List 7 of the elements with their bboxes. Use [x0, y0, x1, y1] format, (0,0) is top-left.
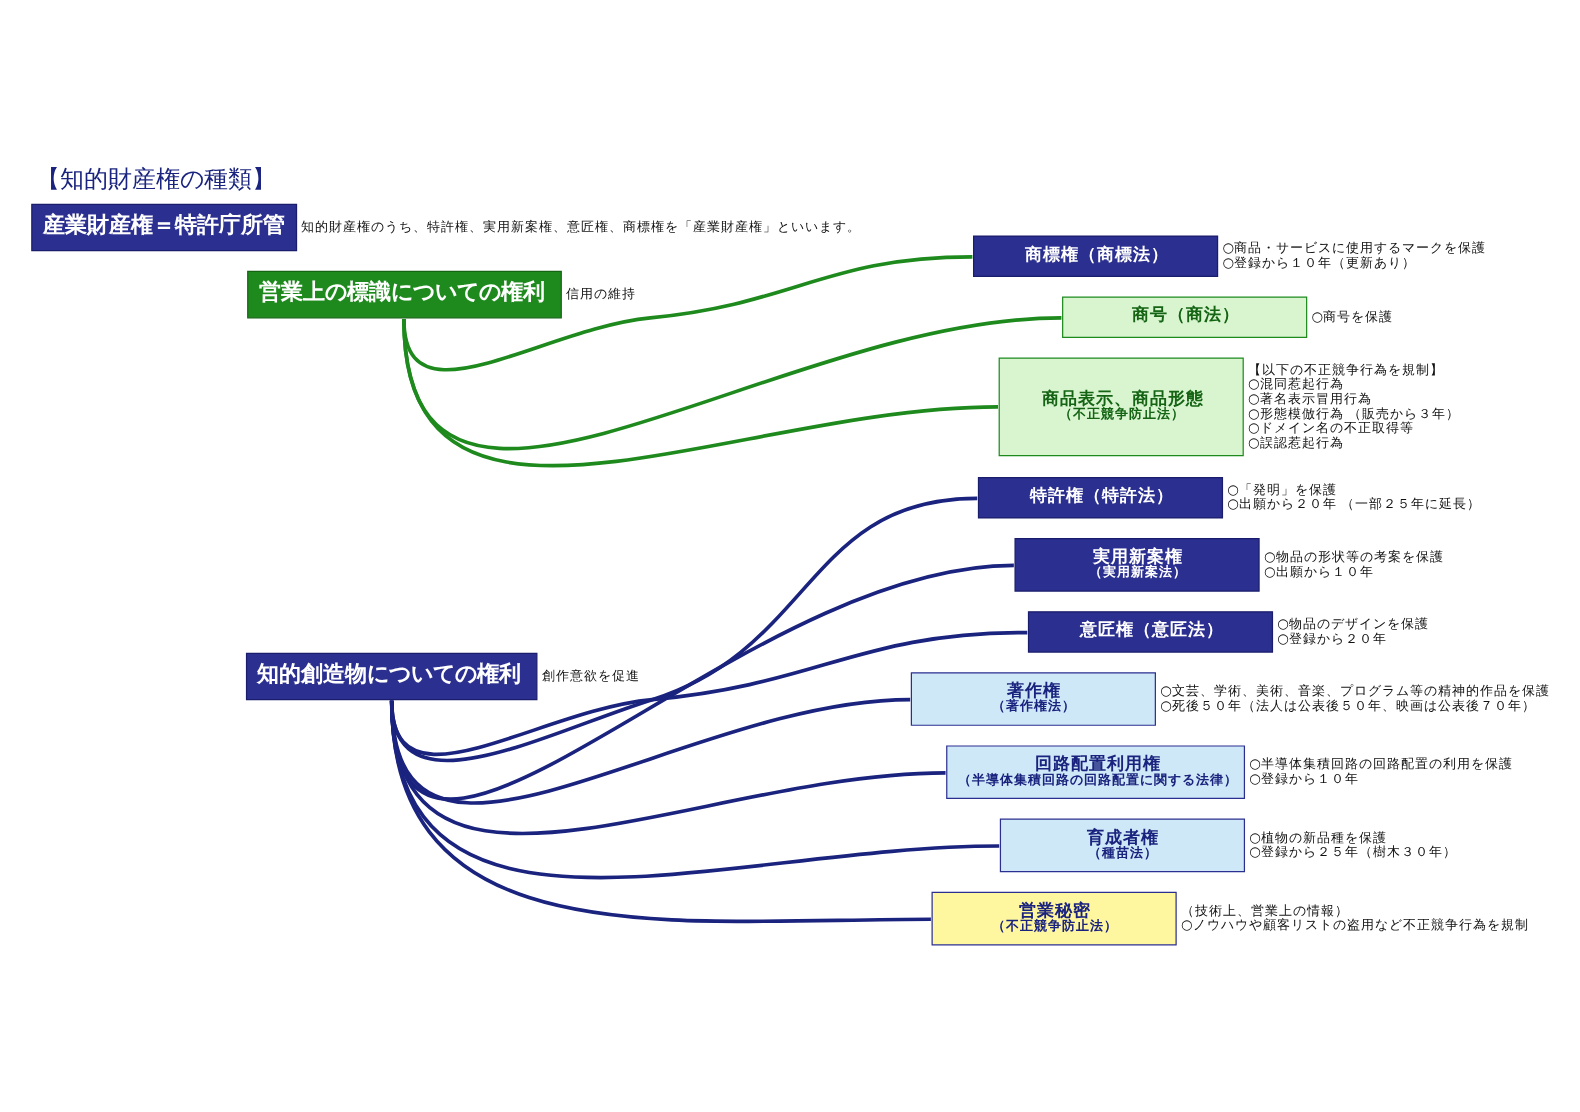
connector — [389, 630, 1028, 756]
connector — [402, 318, 999, 468]
connector — [402, 255, 973, 372]
connector — [389, 697, 911, 805]
connector — [402, 316, 1062, 451]
connector — [389, 700, 931, 924]
diagram-title: 【知的財産権の種類】 — [35, 165, 276, 194]
